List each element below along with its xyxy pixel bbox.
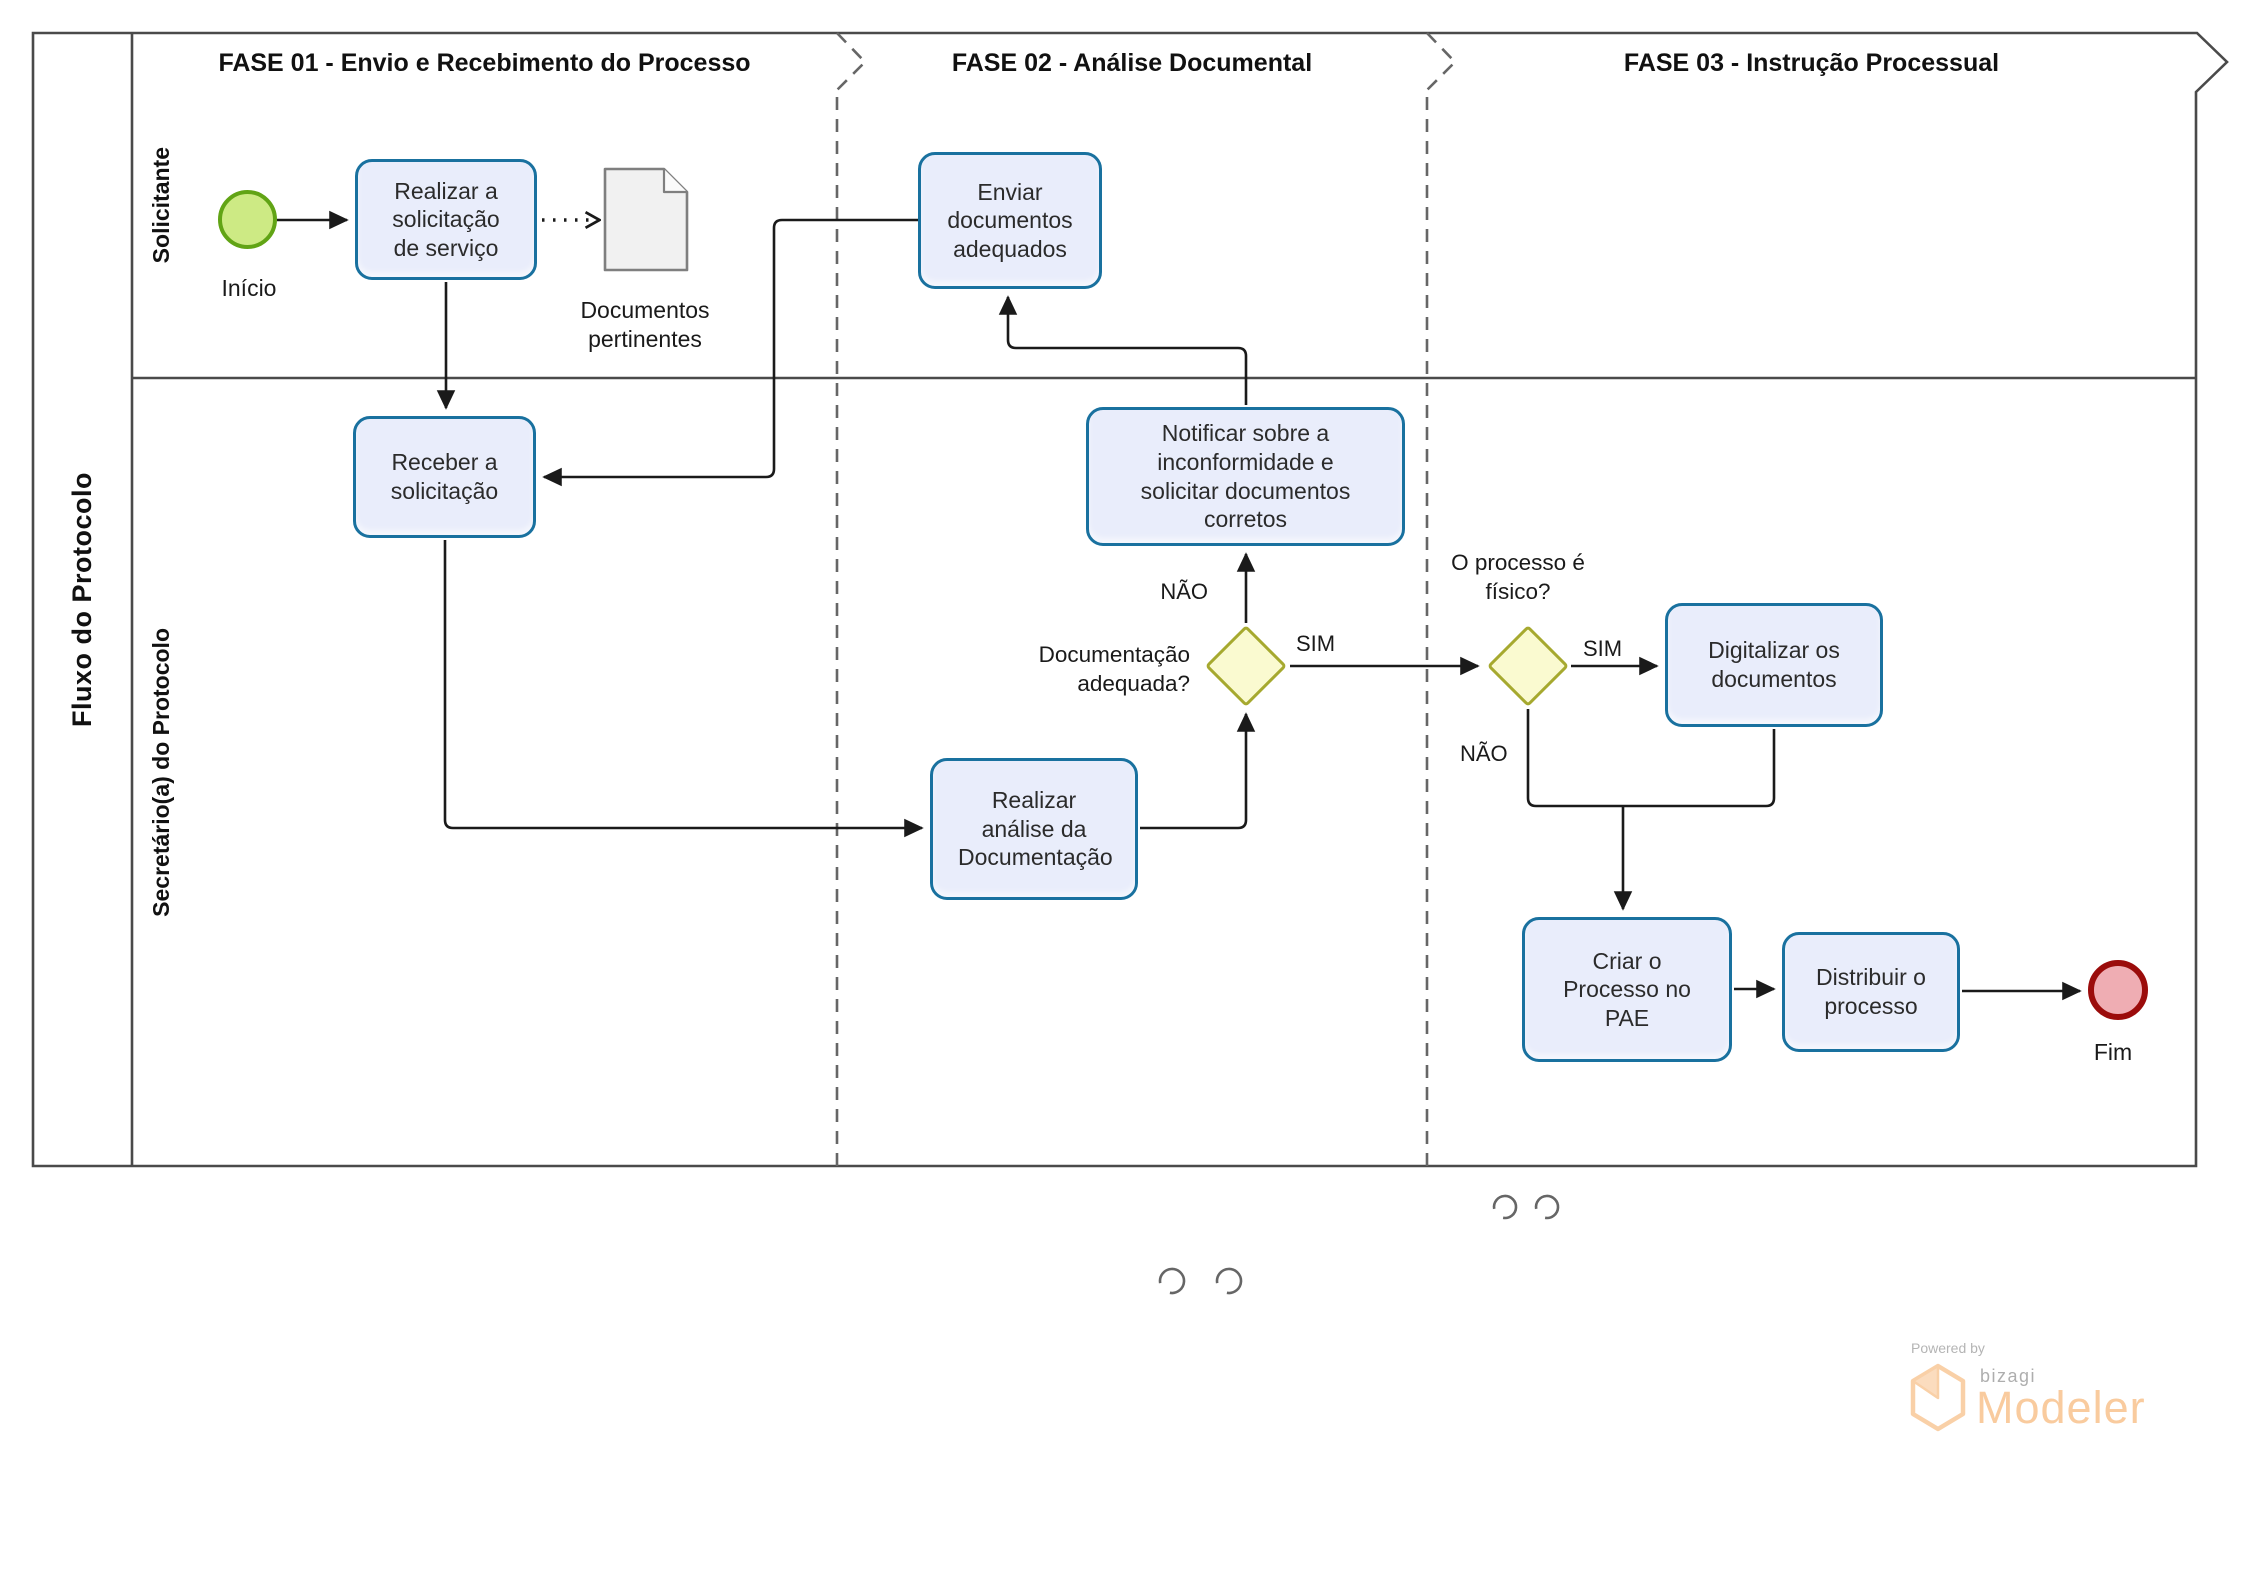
phase-divider-2-chevron-icon [1426,32,1457,91]
powered-by-label: Powered by [1911,1340,1985,1356]
start-event-label: Início [221,275,277,301]
open-circle-arc-icon [1492,1194,1518,1220]
open-circle-arc-icon [1534,1194,1560,1220]
task-label: Enviar documentos adequados [947,178,1073,262]
gateway2-yes-label: SIM [1583,636,1623,661]
gateway1-yes-label: SIM [1296,631,1336,656]
flow-receber-to-analise[interactable] [443,540,924,838]
pool-title: Fluxo do Protocolo [67,472,97,727]
task-realizar-solicitacao[interactable]: Realizar a solicitação de serviço [355,159,537,280]
start-event[interactable] [218,190,277,249]
bizagi-brand-label: bizagi [1980,1366,2037,1386]
task-label: Digitalizar os documentos [1708,637,1840,692]
phase-title: FASE 01 - Envio e Recebimento do Process… [218,48,751,77]
lane-title: Solicitante [147,147,174,264]
gateway2-no-label: NÃO [1460,741,1508,766]
task-label: Realizar análise da Documentação [958,787,1113,871]
flow-enviar-to-receber[interactable] [542,218,918,487]
task-criar-processo[interactable]: Criar o Processo no PAE [1522,917,1732,1062]
gateway1-question: Documentação adequada? [1038,642,1190,696]
phase-header-1[interactable]: FASE 01 - Envio e Recebimento do Process… [132,36,837,90]
task-label: Realizar a solicitação de serviço [392,177,500,261]
flow-gateway2-nao-segment[interactable] [1526,709,1623,808]
lane-title: Secretário(a) do Protocolo [147,627,174,917]
end-event-label: Fim [2093,1039,2133,1065]
bizagi-hexagon-icon [1910,1363,1966,1432]
phase-title: FASE 02 - Análise Documental [951,48,1313,77]
pool-header[interactable]: Fluxo do Protocolo [33,33,132,1166]
task-label: Criar o Processo no PAE [1563,947,1691,1031]
gateway2-question: O processo é físico? [1451,550,1585,604]
modeler-product-label: Modeler [1976,1382,2146,1433]
open-circle-arc-icon [1158,1267,1186,1295]
open-circle-arc-icon [1215,1267,1243,1295]
phase-divider-1-chevron-icon [836,32,867,91]
task-realizar-analise[interactable]: Realizar análise da Documentação [930,758,1138,900]
pool-border [31,31,2229,1168]
task-label: Notificar sobre a inconformidade e solic… [1140,420,1351,533]
task-receber-solicitacao[interactable]: Receber a solicitação [353,416,536,538]
flow-digitalizar-down-segment[interactable] [1623,729,1776,808]
task-enviar-documentos[interactable]: Enviar documentos adequados [918,152,1102,289]
document-artifact-icon[interactable] [603,167,689,272]
phase-header-3[interactable]: FASE 03 - Instrução Processual [1427,36,2196,90]
gateway1-no-label: NÃO [1160,579,1208,604]
phase-title: FASE 03 - Instrução Processual [1623,48,2000,77]
task-notificar-inconformidade[interactable]: Notificar sobre a inconformidade e solic… [1086,407,1405,546]
task-label: Receber a solicitação [390,449,499,504]
task-digitalizar-documentos[interactable]: Digitalizar os documentos [1665,603,1883,727]
flow-analise-to-gateway1[interactable] [1140,712,1256,830]
flow-notificar-to-enviar[interactable] [998,295,1248,405]
document-artifact-label: Documentos pertinentes [580,297,710,353]
end-event[interactable] [2088,960,2148,1020]
phase-header-2[interactable]: FASE 02 - Análise Documental [837,36,1427,90]
task-label: Distribuir o processo [1816,964,1926,1019]
lane-header-secretario[interactable]: Secretário(a) do Protocolo [132,378,190,1166]
task-distribuir-processo[interactable]: Distribuir o processo [1782,932,1960,1052]
